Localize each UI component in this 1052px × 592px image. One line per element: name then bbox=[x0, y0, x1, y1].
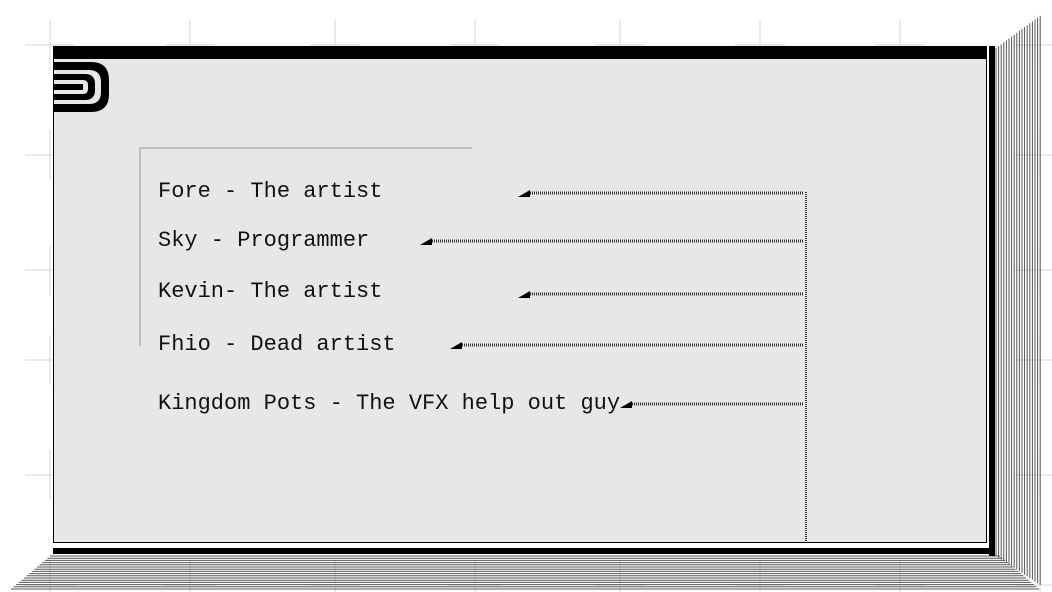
stacked-pages-right bbox=[995, 15, 1041, 585]
arrow-tip-icon bbox=[518, 190, 530, 197]
stacked-pages-bottom bbox=[11, 555, 1039, 590]
credits-panel bbox=[53, 48, 987, 542]
top-bar bbox=[53, 46, 987, 59]
credit-line: Kevin- The artist bbox=[158, 279, 383, 304]
credit-line: Fhio - Dead artist bbox=[158, 332, 396, 357]
arrow-tip-icon bbox=[420, 238, 432, 245]
credit-line: Sky - Programmer bbox=[158, 228, 370, 253]
credit-line: Fore - The artist bbox=[158, 179, 383, 204]
credit-line: Kingdom Pots - The VFX help out guy bbox=[158, 391, 621, 416]
corner-bracket-logo-icon bbox=[53, 62, 109, 112]
credits-bracket bbox=[139, 147, 472, 346]
right-border-outer bbox=[989, 46, 995, 556]
arrow-tip-icon bbox=[620, 401, 632, 408]
arrow-tip-icon bbox=[450, 342, 462, 349]
bottom-border bbox=[53, 548, 995, 554]
arrow-tip-icon bbox=[518, 291, 530, 298]
